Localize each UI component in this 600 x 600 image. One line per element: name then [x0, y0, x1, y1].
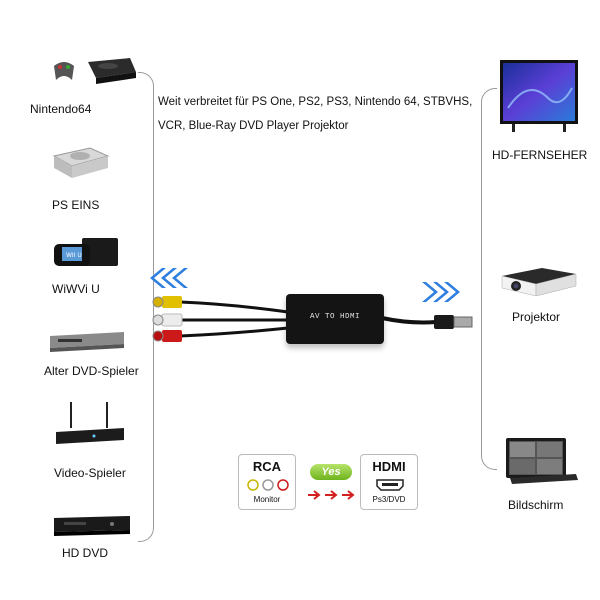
device-wii-u: WII U WiWVi U [52, 232, 152, 302]
device-label: HD-FERNSEHER [492, 148, 588, 162]
red-direction-arrows-icon [308, 490, 355, 500]
device-label: Bildschirm [508, 498, 564, 512]
description-line-1: Weit verbreitet für PS One, PS2, PS3, Ni… [158, 96, 473, 108]
hdmi-port-icon [376, 479, 404, 491]
hd-tv-icon [500, 60, 578, 132]
device-label: WiWVi U [52, 282, 100, 296]
device-monitor: Bildschirm [498, 436, 598, 516]
ps-one-console-icon [52, 147, 110, 178]
device-label: HD DVD [62, 546, 109, 560]
rca-title: RCA [252, 459, 282, 474]
dvd-player-icon [50, 332, 124, 352]
video-player-router-icon [56, 402, 124, 444]
converter-label: AV TO HDMI [309, 313, 360, 321]
device-nintendo64: Nintendo64 [30, 52, 140, 122]
device-hd-dvd: HD DVD [52, 512, 162, 572]
monitor-icon [506, 438, 578, 484]
hdmi-subtitle: Ps3/DVD [372, 495, 406, 504]
yes-badge: Yes [310, 464, 352, 480]
rca-subtitle: Monitor [253, 495, 281, 504]
left-direction-arrows-icon [150, 268, 188, 288]
svg-text:WII U: WII U [66, 252, 82, 259]
av-to-hdmi-converter: AV TO HDMI [286, 294, 384, 344]
signal-direction-legend: RCA Monitor Yes HDMI Ps3/DVD [238, 454, 418, 512]
device-hd-tv: HD-FERNSEHER [492, 58, 592, 168]
hdmi-cable-icon [381, 315, 473, 329]
device-ps-one: PS EINS [50, 138, 150, 218]
hdmi-title: HDMI [372, 459, 406, 474]
device-projector: Projektor [494, 262, 594, 332]
hdmi-card: HDMI Ps3/DVD [360, 454, 418, 510]
device-label: Nintendo64 [30, 102, 92, 116]
nintendo64-console-icon [54, 58, 136, 84]
device-label: Projektor [512, 310, 561, 324]
hd-dvd-player-icon [54, 516, 130, 536]
projector-icon [501, 268, 577, 297]
right-direction-arrows-icon [422, 282, 460, 302]
device-dvd-player: Alter DVD-Spieler [44, 328, 154, 388]
rca-card: RCA Monitor [238, 454, 296, 510]
device-video-player: Video-Spieler [52, 400, 162, 480]
wii-u-console-icon: WII U [54, 238, 118, 266]
description-line-2: VCR, Blue-Ray DVD Player Projektor [158, 120, 349, 132]
device-label: Alter DVD-Spieler [44, 364, 139, 378]
compatibility-description: Weit verbreitet für PS One, PS2, PS3, Ni… [158, 90, 478, 138]
rca-cable-icon [152, 296, 289, 342]
device-label: Video-Spieler [54, 466, 126, 480]
device-label: PS EINS [52, 198, 100, 212]
rca-connectors-icon [247, 479, 289, 491]
